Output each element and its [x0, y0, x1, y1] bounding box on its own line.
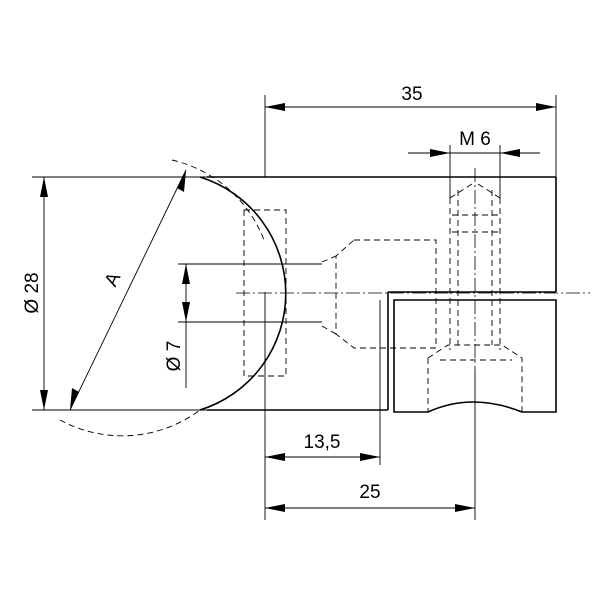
dimension-13-5-label: 13,5: [304, 432, 341, 453]
dimension-dia-7: Ø 7: [164, 263, 322, 388]
round-end-profile: [59, 159, 287, 437]
center-lines: [236, 168, 590, 370]
main-body: [207, 176, 557, 411]
dimension-dia-7-label: Ø 7: [164, 341, 185, 372]
dimension-35-label: 35: [401, 84, 422, 105]
dimension-13-5: 13,5: [264, 292, 381, 520]
dimension-a: A: [69, 169, 187, 411]
dimension-35: 35: [264, 84, 557, 177]
dimension-25-label: 25: [359, 482, 380, 503]
dimension-m6-label: M 6: [459, 129, 491, 150]
dimension-a-label: A: [101, 269, 126, 290]
dimension-25: 25: [265, 370, 476, 520]
dimension-m6: M 6: [408, 129, 540, 198]
dimension-dia-28: Ø 28: [22, 176, 207, 411]
dimension-dia-28-label: Ø 28: [22, 272, 43, 313]
